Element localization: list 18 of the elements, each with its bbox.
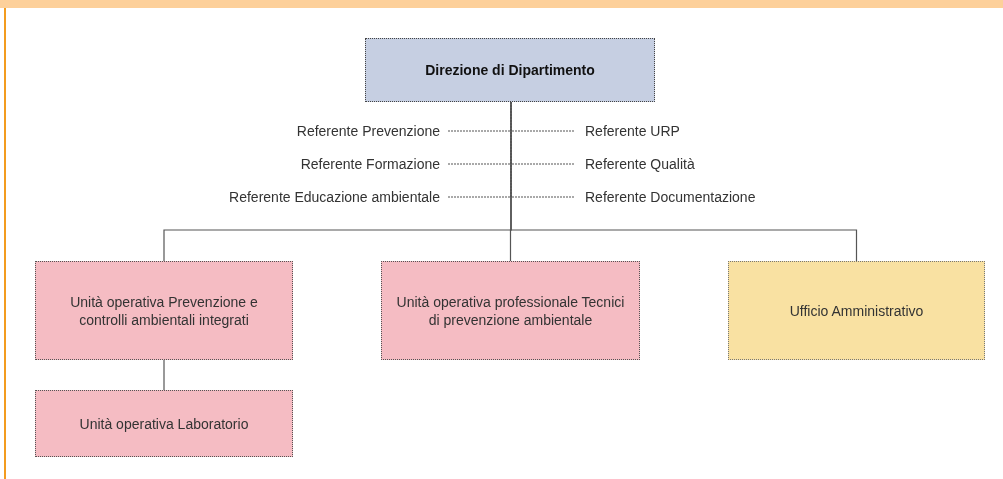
unit-name: Unità operativa Laboratorio <box>79 414 249 433</box>
unit-name: Referente Documentazione <box>585 187 756 207</box>
unit-name: Unità operativa professionale Tecnici di prevenzione ambientale <box>395 292 626 329</box>
org-unit-box <box>728 261 985 360</box>
unit-name: Referente Qualità <box>585 154 695 174</box>
org-unit-box <box>381 261 640 360</box>
org-unit-box <box>35 390 293 457</box>
unit-name: Referente Prevenzione <box>296 121 440 141</box>
org-unit-box <box>365 38 655 102</box>
unit-name: Unità operativa Prevenzione e controlli ambientali integrati <box>69 292 259 329</box>
org-unit-box <box>35 261 293 360</box>
unit-name: Ufficio Amministrativo <box>789 301 924 320</box>
unit-name: Referente Formazione <box>300 154 440 174</box>
unit-name: Referente Educazione ambientale <box>229 187 440 207</box>
unit-name: Direzione di Dipartimento <box>425 61 595 79</box>
connector-line <box>510 101 858 262</box>
connector-line <box>163 359 165 391</box>
unit-name: Referente URP <box>585 121 680 141</box>
